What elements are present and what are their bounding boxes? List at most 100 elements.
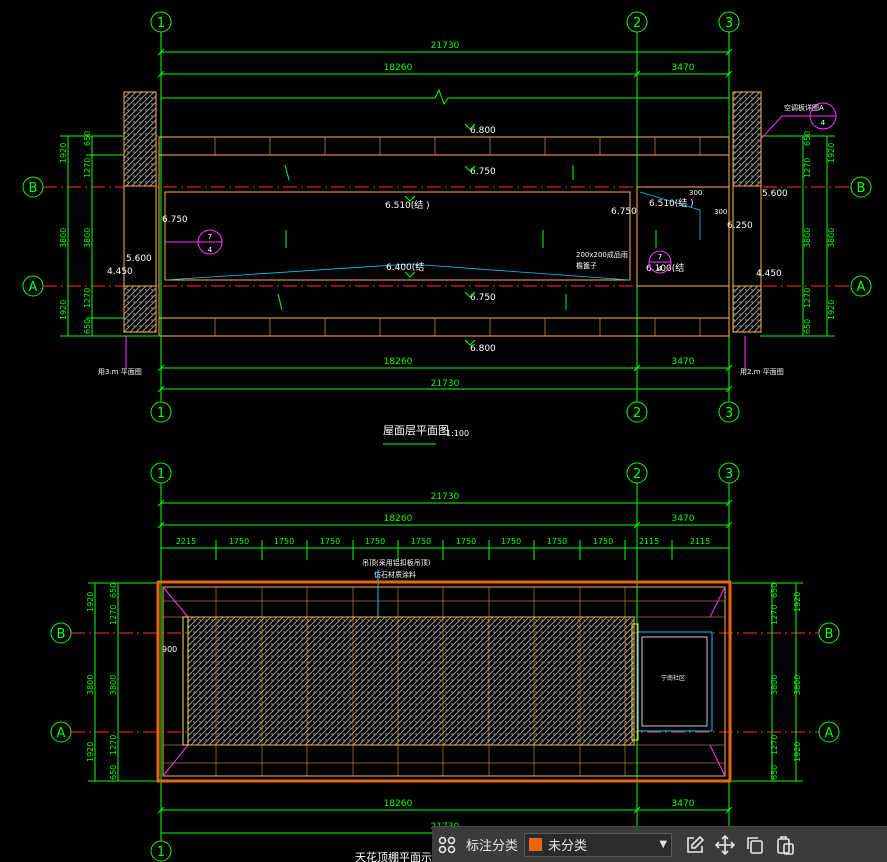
svg-text:650: 650 [803, 131, 812, 146]
dim-right-bottom: 3470 [672, 357, 695, 367]
bottom-plan-title: 天花顶棚平面示意图 [355, 850, 454, 862]
bottom-side-dims [88, 582, 803, 782]
grid-dim-ticks [160, 540, 730, 560]
svg-text:1750: 1750 [501, 537, 521, 546]
svg-text:1270: 1270 [770, 605, 779, 625]
axis-bubble-b2: 2 [626, 462, 648, 484]
svg-text:1920: 1920 [827, 300, 836, 320]
row-bubble-a-right: A [850, 275, 872, 297]
svg-text:B: B [29, 181, 38, 196]
svg-text:1920: 1920 [793, 592, 802, 612]
copy-icon[interactable] [740, 830, 770, 860]
bottom-plan-top-dims [157, 499, 733, 549]
category-dropdown[interactable]: 未分类 ▼ [524, 832, 673, 857]
ceiling-note-1: 吊顶(采用铝扣板吊顶) [362, 558, 431, 567]
side-dim-labels-left: 1920 650 1270 3800 3800 1920 1270 650 [59, 131, 92, 334]
svg-text:1270: 1270 [83, 158, 92, 178]
ceiling-note-2: 仿石材质涂料 [374, 570, 416, 579]
axis-bubble-b1: 1 [150, 462, 172, 484]
svg-text:1750: 1750 [593, 537, 613, 546]
elevation-labels: 6.800 6.750 6.510(结 ) 6.750 6.510(结 ) 5.… [107, 126, 788, 354]
move-icon[interactable] [710, 830, 740, 860]
svg-text:650: 650 [770, 765, 779, 780]
svg-text:B: B [57, 627, 66, 642]
edit-icon[interactable] [680, 830, 710, 860]
section-ref-right: 7 4 [648, 250, 672, 274]
slope-lines [164, 191, 701, 281]
svg-text:650: 650 [83, 319, 92, 334]
svg-text:650: 650 [109, 765, 118, 780]
svg-text:6.800: 6.800 [470, 126, 496, 136]
svg-text:1750: 1750 [320, 537, 340, 546]
top-plan-title: 屋面层平面图 [383, 424, 449, 437]
svg-text:3: 3 [725, 467, 733, 482]
parapet-ticks [214, 137, 701, 336]
axis-bubble-2: 2 [626, 11, 648, 33]
svg-text:1920: 1920 [793, 742, 802, 762]
svg-text:5.600: 5.600 [126, 254, 152, 264]
axis-bubble-3: 3 [718, 11, 740, 33]
svg-text:4: 4 [821, 119, 826, 127]
svg-text:1920: 1920 [827, 143, 836, 163]
svg-text:1750: 1750 [229, 537, 249, 546]
svg-text:6.800: 6.800 [470, 344, 496, 354]
svg-text:2215: 2215 [176, 537, 196, 546]
svg-text:A: A [29, 280, 38, 295]
section-ref-left: 7 4 [165, 229, 223, 255]
svg-text:1750: 1750 [411, 537, 431, 546]
svg-text:6.750: 6.750 [470, 167, 496, 177]
axis-bubble-1-bottom: 1 [150, 401, 172, 423]
svg-text:B: B [825, 627, 834, 642]
svg-text:3800: 3800 [59, 228, 68, 248]
svg-text:6.750: 6.750 [611, 207, 637, 217]
row-bubble-ba-right: A [818, 721, 840, 743]
svg-text:A: A [825, 726, 834, 741]
svg-text:1920: 1920 [59, 300, 68, 320]
axis-bubble-b1-bottom: 1 [150, 840, 172, 862]
svg-text:650: 650 [803, 319, 812, 334]
b-dim-total: 21730 [431, 492, 460, 502]
svg-text:1920: 1920 [86, 592, 95, 612]
svg-text:650: 650 [83, 131, 92, 146]
svg-text:空调板详图A: 空调板详图A [784, 103, 824, 112]
svg-text:5.600: 5.600 [762, 189, 788, 199]
row-bubble-b-right: B [850, 176, 872, 198]
row-bubble-bb-right: B [818, 622, 840, 644]
svg-text:2115: 2115 [690, 537, 710, 546]
svg-text:檐篦子: 檐篦子 [576, 261, 597, 270]
row-bubble-a-left: A [22, 275, 44, 297]
svg-text:2: 2 [633, 467, 641, 482]
svg-text:1920: 1920 [59, 143, 68, 163]
svg-text:1270: 1270 [770, 735, 779, 755]
top-plan: 1 2 3 1 2 3 B A [22, 11, 872, 445]
dim-right-top: 3470 [672, 63, 695, 73]
left-parapet-block [123, 91, 157, 333]
svg-text:2115: 2115 [639, 537, 659, 546]
svg-text:7: 7 [208, 233, 212, 241]
category-selected-value: 未分类 [548, 839, 588, 854]
svg-text:3: 3 [725, 16, 733, 31]
dim-total-bottom: 21730 [431, 379, 460, 389]
annotation-category-label: 标注分类 [466, 839, 519, 854]
paste-icon[interactable] [770, 830, 800, 860]
bottom-plan: 1 2 3 1 B A B A [50, 462, 840, 862]
svg-text:3800: 3800 [793, 675, 802, 695]
chevron-down-icon: ▼ [659, 839, 668, 850]
svg-text:1: 1 [157, 406, 165, 421]
category-color-swatch [529, 838, 543, 851]
svg-text:A: A [857, 280, 866, 295]
dim-total-top: 21730 [431, 41, 460, 51]
annotation-toolbar: 标注分类 未分类 ▼ [432, 826, 887, 862]
ceiling-room: 宁南社区 [156, 580, 732, 783]
label-bottom-left: 用3.m 平面图 [98, 368, 142, 376]
axis-bubble-1: 1 [150, 11, 172, 33]
slope-arrows [277, 164, 657, 311]
axis-bubble-b3: 3 [718, 462, 740, 484]
svg-text:1750: 1750 [456, 537, 476, 546]
svg-text:1: 1 [157, 467, 165, 482]
svg-text:650: 650 [109, 583, 118, 598]
dim-left-bottom: 18260 [384, 357, 413, 367]
row-bubble-bb-left: B [50, 622, 72, 644]
grid-apps-icon[interactable] [432, 830, 462, 860]
